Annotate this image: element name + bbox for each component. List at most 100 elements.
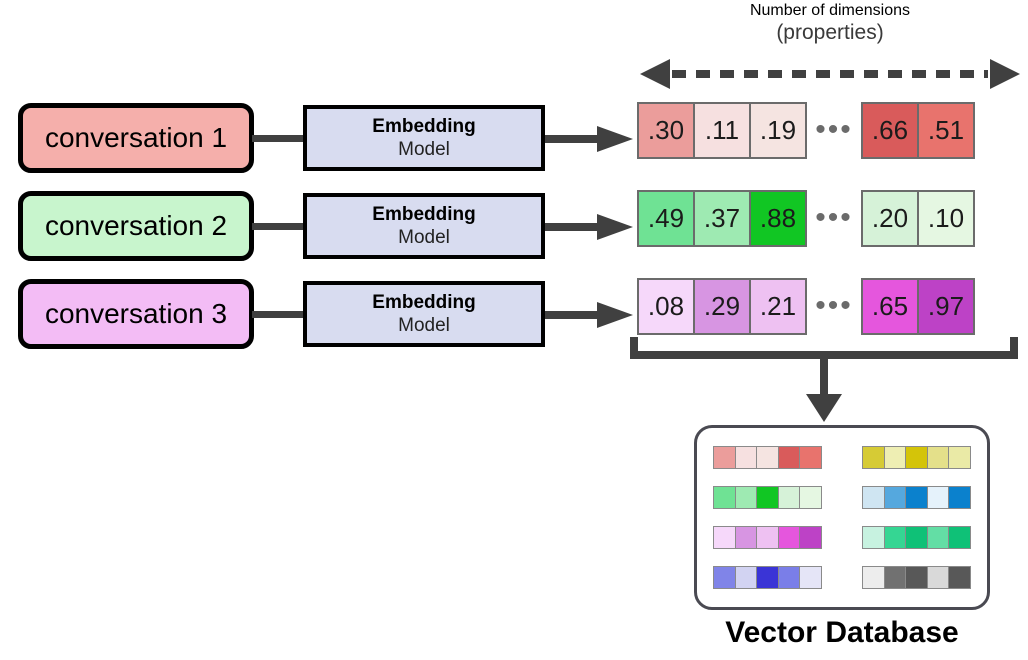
database-vector-cell (948, 446, 971, 470)
embedding-model-title-3: Embedding (372, 292, 476, 313)
database-vector-cell (883, 446, 907, 470)
arrow-right-icon-2 (545, 214, 633, 240)
vector-cell: .49 (637, 189, 695, 247)
database-vector-cell (756, 525, 779, 549)
database-vector (713, 486, 822, 510)
database-vector (862, 565, 971, 589)
embedding-model-subtitle-2: Model (398, 227, 450, 248)
database-vector-cell (948, 525, 971, 549)
vector-group-right: .66.51 (861, 101, 975, 159)
connector-line-1 (252, 135, 306, 142)
conversation-label-1: conversation 1 (44, 122, 228, 153)
pipeline-row-3: conversation 3 Embedding Model (0, 279, 640, 353)
vector-group-left: .49.37.88 (637, 189, 807, 247)
embedding-model-title-1: Embedding (372, 116, 476, 137)
database-vector-cell (862, 486, 885, 510)
database-vector-cell (926, 446, 950, 470)
database-vector-cell (713, 565, 736, 589)
database-vector-cell (777, 565, 801, 589)
database-vector-cell (926, 486, 950, 510)
vector-cell: .29 (693, 277, 751, 335)
vector-cell: .66 (861, 101, 919, 159)
database-vector (713, 565, 822, 589)
embedding-vector-row-1: .30.11.19•••.66.51 (637, 101, 975, 159)
database-vector-cell (777, 446, 801, 470)
embedding-model-subtitle-1: Model (398, 139, 450, 160)
database-vector-cell (799, 565, 822, 589)
database-vector-cell (734, 446, 758, 470)
vector-group-left: .30.11.19 (637, 101, 807, 159)
database-vector-cell (756, 565, 779, 589)
vector-cell: .20 (861, 189, 919, 247)
embedding-vector-row-3: .08.29.21•••.65.97 (637, 277, 975, 335)
database-vector-cell (713, 486, 736, 510)
vector-cell: .10 (917, 189, 975, 247)
conversation-box-3[interactable]: conversation 3 (18, 279, 254, 349)
pipeline-row-1: conversation 1 Embedding Model (0, 103, 640, 177)
database-vector-cell (926, 565, 950, 589)
database-vector (862, 486, 971, 510)
vector-group-right: .65.97 (861, 277, 975, 335)
database-vector-cell (734, 486, 758, 510)
embedding-model-box-2[interactable]: Embedding Model (303, 193, 545, 259)
embedding-model-box-1[interactable]: Embedding Model (303, 105, 545, 171)
database-vector-cell (948, 565, 971, 589)
database-vector-cell (905, 525, 928, 549)
vector-cell: .51 (917, 101, 975, 159)
vector-group-right: .20.10 (861, 189, 975, 247)
database-row (713, 486, 971, 510)
pipeline-row-2: conversation 2 Embedding Model (0, 191, 640, 265)
database-vector-cell (905, 486, 928, 510)
embedding-model-title-2: Embedding (372, 204, 476, 225)
dimensions-subtitle: (properties) (776, 21, 884, 44)
database-vector-cell (799, 446, 822, 470)
database-vector-cell (905, 446, 928, 470)
database-vector-cell (948, 486, 971, 510)
dimensions-title: Number of dimensions (749, 2, 911, 19)
database-vector-cell (799, 525, 822, 549)
conversation-label-2: conversation 2 (44, 210, 228, 241)
embedding-model-subtitle-3: Model (398, 315, 450, 336)
vector-cell: .65 (861, 277, 919, 335)
database-vector-cell (734, 525, 758, 549)
vector-cell: .97 (917, 277, 975, 335)
database-vector-cell (756, 486, 779, 510)
database-vector-cell (777, 486, 801, 510)
embedding-vector-row-2: .49.37.88•••.20.10 (637, 189, 975, 247)
arrow-right-icon-3 (545, 302, 633, 328)
embedding-model-box-3[interactable]: Embedding Model (303, 281, 545, 347)
database-vector (713, 525, 822, 549)
database-vector-cell (883, 525, 907, 549)
connector-line-3 (252, 311, 306, 318)
conversation-box-2[interactable]: conversation 2 (18, 191, 254, 261)
database-vector (713, 446, 822, 470)
vector-cell: .08 (637, 277, 695, 335)
vector-group-left: .08.29.21 (637, 277, 807, 335)
database-row (713, 565, 971, 589)
database-vector-cell (777, 525, 801, 549)
dimensions-header: Number of dimensions (properties) (640, 2, 1020, 46)
vector-cell: .11 (693, 101, 751, 159)
database-vector-cell (883, 565, 907, 589)
arrow-right-icon-1 (545, 126, 633, 152)
database-vector (862, 525, 971, 549)
connector-line-2 (252, 223, 306, 230)
vector-database-title: Vector Database (725, 616, 959, 649)
database-vector-cell (862, 525, 885, 549)
ellipsis-icon: ••• (815, 201, 853, 234)
vector-database-panel[interactable] (694, 425, 990, 610)
database-vector-cell (926, 525, 950, 549)
conversation-box-1[interactable]: conversation 1 (18, 103, 254, 173)
database-vector-cell (713, 525, 736, 549)
vector-cell: .88 (749, 189, 807, 247)
vector-cell: .21 (749, 277, 807, 335)
vector-cell: .19 (749, 101, 807, 159)
database-vector (862, 446, 971, 470)
vector-cell: .37 (693, 189, 751, 247)
database-row (713, 446, 971, 470)
database-vector-cell (905, 565, 928, 589)
double-arrow-icon (640, 58, 1020, 90)
conversation-label-3: conversation 3 (44, 298, 228, 329)
database-vector-cell (862, 446, 885, 470)
database-row (713, 525, 971, 549)
